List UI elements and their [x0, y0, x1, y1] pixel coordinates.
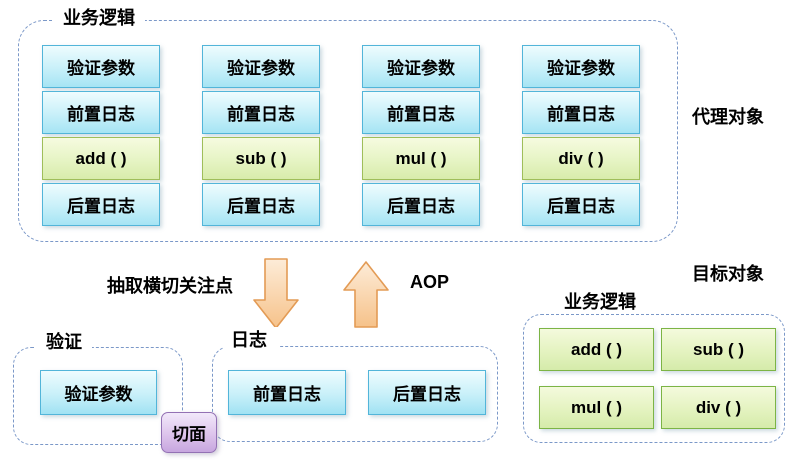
box-validate-params: 验证参数 — [42, 45, 160, 88]
target-object-container: 业务逻辑 add ( ) sub ( ) mul ( ) div ( ) — [523, 292, 785, 443]
box-method-add: add ( ) — [42, 137, 160, 180]
proxy-column-div: 验证参数 前置日志 div ( ) 后置日志 — [522, 45, 640, 226]
logging-aspect-container: 日志 前置日志 后置日志 — [212, 327, 498, 442]
box-pre-log: 前置日志 — [42, 91, 160, 134]
box-post-log: 后置日志 — [362, 183, 480, 226]
box-validate-params: 验证参数 — [40, 370, 157, 415]
aop-label: AOP — [410, 272, 450, 292]
proxy-container-label: 业务逻辑 — [53, 8, 145, 30]
box-post-log: 后置日志 — [522, 183, 640, 226]
box-method-div: div ( ) — [522, 137, 640, 180]
box-post-log: 后置日志 — [202, 183, 320, 226]
box-validate-params: 验证参数 — [362, 45, 480, 88]
proxy-column-sub: 验证参数 前置日志 sub ( ) 后置日志 — [202, 45, 320, 226]
box-pre-log: 前置日志 — [362, 91, 480, 134]
box-method-div: div ( ) — [661, 386, 776, 429]
box-post-log: 后置日志 — [42, 183, 160, 226]
box-pre-log: 前置日志 — [522, 91, 640, 134]
down-arrow-icon — [253, 258, 299, 329]
up-arrow-icon — [343, 261, 389, 328]
aspect-tag: 切面 — [161, 412, 217, 453]
box-pre-log: 前置日志 — [202, 91, 320, 134]
logging-title-label: 日志 — [227, 326, 271, 352]
proxy-object-container: 业务逻辑 验证参数 前置日志 add ( ) 后置日志 验证参数 前置日志 su… — [18, 8, 678, 242]
extract-crosscut-label: 抽取横切关注点 — [107, 276, 233, 296]
box-validate-params: 验证参数 — [522, 45, 640, 88]
box-method-mul: mul ( ) — [539, 386, 654, 429]
box-method-sub: sub ( ) — [661, 328, 776, 371]
box-method-mul: mul ( ) — [362, 137, 480, 180]
proxy-object-label: 代理对象 — [692, 107, 764, 127]
proxy-column-mul: 验证参数 前置日志 mul ( ) 后置日志 — [362, 45, 480, 226]
validation-aspect-container: 验证 验证参数 — [13, 332, 183, 445]
target-container-label: 业务逻辑 — [554, 292, 646, 314]
box-post-log: 后置日志 — [368, 370, 486, 415]
box-validate-params: 验证参数 — [202, 45, 320, 88]
box-pre-log: 前置日志 — [228, 370, 346, 415]
target-object-label: 目标对象 — [692, 264, 764, 284]
validation-container-label: 验证 — [36, 332, 92, 354]
box-method-sub: sub ( ) — [202, 137, 320, 180]
proxy-column-add: 验证参数 前置日志 add ( ) 后置日志 — [42, 45, 160, 226]
box-method-add: add ( ) — [539, 328, 654, 371]
